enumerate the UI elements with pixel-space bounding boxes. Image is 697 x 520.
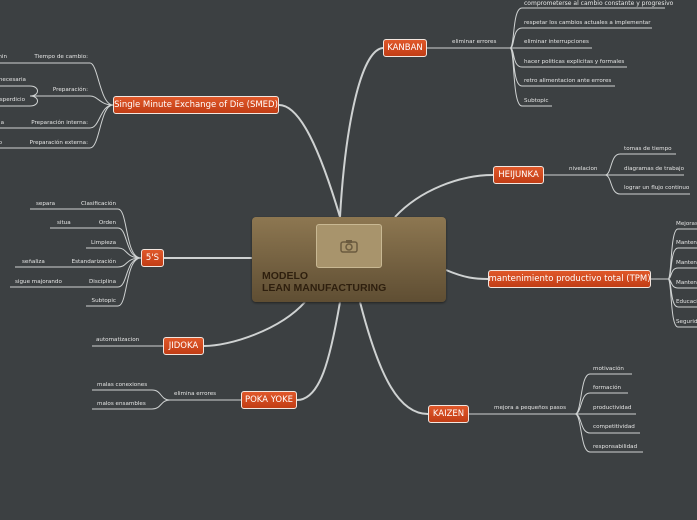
subtopic[interactable]: Preparación: [52,87,88,93]
subtopic[interactable]: responsabilidad [593,444,638,450]
subtopic[interactable]: Limpieza [90,240,116,246]
subtopic[interactable]: diagramas de trabajo [624,166,685,172]
subtopic[interactable]: competitividad [593,424,635,430]
subtopic[interactable]: sperdicio [0,97,25,103]
subtopic[interactable]: eliminar errores [452,39,497,45]
topic-jidoka[interactable]: JIDOKA [163,337,204,355]
subtopic[interactable]: lograr un flujo continuo [624,185,690,191]
subtopic[interactable]: Clasificación [81,201,116,207]
central-title-line1: MODELO [262,270,309,282]
subtopic[interactable]: malas conexiones [97,382,148,388]
subtopic[interactable]: Preparación externa: [29,140,88,146]
subtopic[interactable]: Manten [676,240,697,246]
topic-5s[interactable]: 5'S [141,249,164,267]
topic-heijunka[interactable]: HEIJUNKA [493,166,544,184]
subtopic[interactable]: Educaci [676,299,697,305]
subtopic[interactable]: Tiempo de cambio: [34,54,88,60]
subtopic[interactable]: Subtopic [91,298,116,304]
subtopic[interactable]: Preparación interna: [31,120,88,126]
subtopic[interactable]: hacer politicas explicitas y formales [524,59,625,65]
subtopic[interactable]: separa [36,201,56,207]
subtopic[interactable]: sigue majorando [15,279,62,285]
subtopic[interactable]: automatizacion [96,337,140,343]
topic-smed[interactable]: Single Minute Exchange of Die (SMED) [113,96,279,114]
subtopic[interactable]: productividad [593,405,632,411]
subtopic[interactable]: motivación [593,366,624,372]
subtopic[interactable]: elimina errores [174,391,217,397]
subtopic[interactable]: formación [593,385,622,391]
subtopic[interactable]: Mejoras [676,221,697,227]
camera-icon [340,240,358,253]
subtopic[interactable]: nivelacion [569,166,598,172]
topic-kaizen[interactable]: KAIZEN [428,405,469,423]
subtopic[interactable]: Orden [98,220,116,226]
image-placeholder [316,224,382,268]
subtopic[interactable]: Segurid [676,319,697,325]
subtopic[interactable]: señaliza [22,259,45,265]
subtopic[interactable]: situa [57,220,71,226]
subtopic[interactable]: retro alimentacion ante errores [524,78,612,84]
subtopic[interactable]: respetar los cambios actuales a implemen… [524,20,651,26]
subtopic[interactable]: comprometerse al cambio constante y prog… [524,0,674,7]
topic-poka-yoke[interactable]: POKA YOKE [241,391,297,409]
topic-kanban[interactable]: KANBAN [383,39,427,57]
central-title-line2: LEAN MANUFACTURING [262,282,387,294]
subtopic[interactable]: o [0,140,2,146]
subtopic[interactable]: Manten [676,260,697,266]
subtopic[interactable]: necesaria [0,77,26,83]
subtopic[interactable]: Disciplina [88,279,116,285]
subtopic[interactable]: mejora a pequeños pasos [494,405,566,411]
subtopic[interactable]: eliminar interrupciones [524,39,589,45]
subtopic[interactable]: Manten [676,280,697,286]
subtopic[interactable]: a [0,120,4,126]
topic-tpm[interactable]: mantenimiento productivo total (TPM) [488,270,651,288]
subtopic[interactable]: malos ensambles [97,401,146,407]
subtopic[interactable]: Subtopic [524,98,549,104]
subtopic[interactable]: tomas de tiempo [624,146,672,152]
subtopic[interactable]: min [0,54,7,60]
subtopic[interactable]: Estandarización [71,259,116,265]
